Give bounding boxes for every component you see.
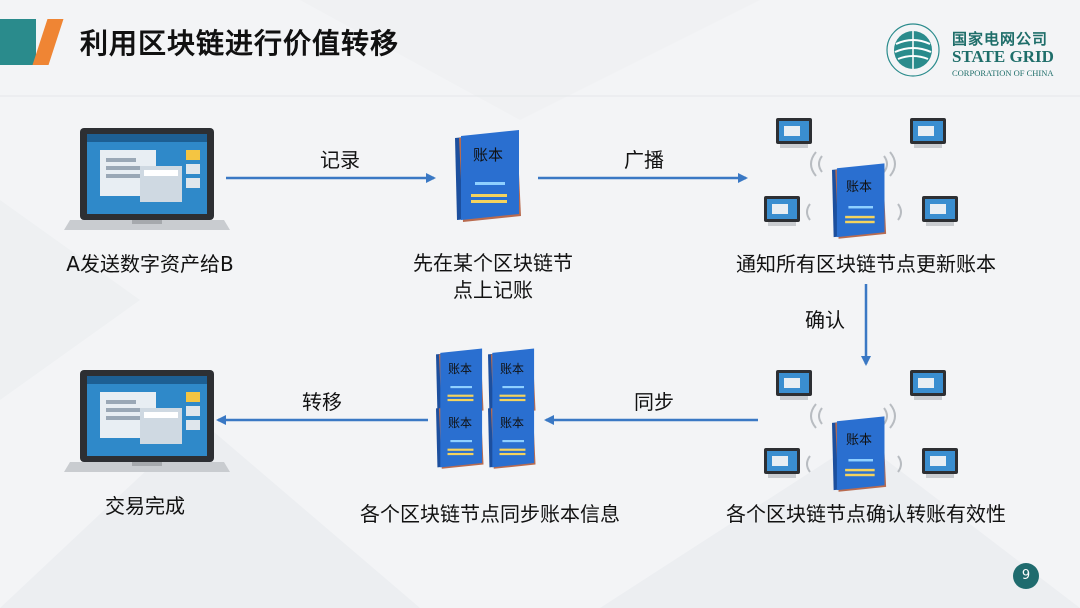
step-done: 交易完成 <box>105 494 185 518</box>
ledger-book-record <box>455 130 521 222</box>
step-node-record: 先在某个区块链节 点上记账 <box>388 250 598 304</box>
book-label: 账本 <box>473 146 503 164</box>
book-label: 账本 <box>846 180 872 195</box>
arrow-label-confirm: 确认 <box>805 308 845 332</box>
laptop-sender <box>64 128 230 230</box>
arrow-label-broadcast: 广播 <box>624 148 664 172</box>
book-label: 账本 <box>448 416 472 430</box>
page-title: 利用区块链进行价值转移 <box>80 27 400 60</box>
logo-english-name: STATE GRID <box>952 47 1054 66</box>
book-label: 账本 <box>500 362 524 376</box>
laptop-receiver <box>64 370 230 472</box>
node-network-top <box>764 118 958 239</box>
step-node-record-line1: 先在某个区块链节 <box>413 251 573 275</box>
arrow-label-transfer: 转移 <box>302 390 342 414</box>
logo-chinese-name: 国家电网公司 <box>952 30 1049 48</box>
step-sync-info: 各个区块链节点同步账本信息 <box>360 502 620 526</box>
arrow-label-record: 记录 <box>320 148 360 172</box>
book-label: 账本 <box>500 416 524 430</box>
book-label: 账本 <box>448 362 472 376</box>
title-accent-teal <box>0 19 36 65</box>
book-label: 账本 <box>846 433 872 448</box>
step-notify: 通知所有区块链节点更新账本 <box>736 252 996 276</box>
step-node-record-line2: 点上记账 <box>453 278 533 302</box>
arrow-label-sync: 同步 <box>634 390 674 414</box>
step-a-send: A发送数字资产给B <box>66 252 234 276</box>
logo-english-subtitle: CORPORATION OF CHINA <box>952 68 1054 78</box>
step-confirm-validity: 各个区块链节点确认转账有效性 <box>726 502 1006 526</box>
node-network-bottom <box>764 370 958 492</box>
state-grid-logo <box>886 23 940 77</box>
page-number: 9 <box>1013 563 1039 589</box>
